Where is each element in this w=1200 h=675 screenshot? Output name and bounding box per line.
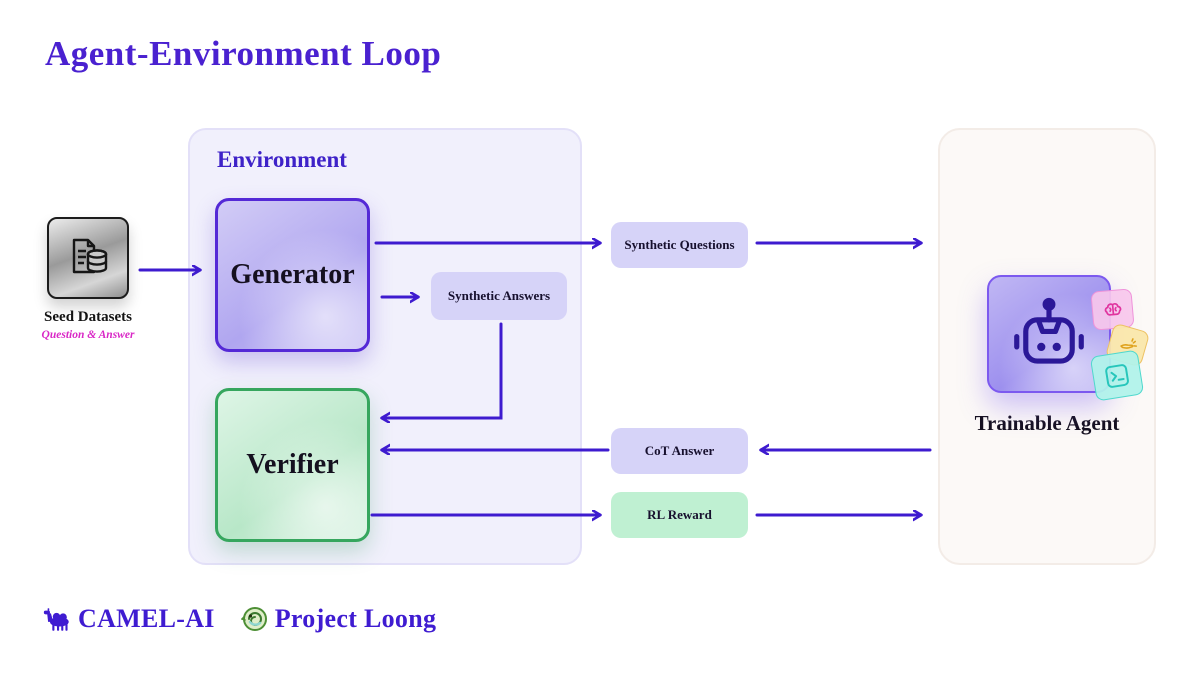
trainable-agent-label: Trainable Agent: [974, 411, 1120, 435]
brain-badge: [1090, 288, 1135, 331]
seed-icon-tile: [47, 217, 129, 299]
seed-datasets-node: Seed Datasets Question & Answer: [18, 217, 158, 341]
rl-reward-chip: RL Reward: [611, 492, 748, 538]
seed-datasets-label: Seed Datasets: [44, 309, 132, 325]
rl-reward-label: RL Reward: [647, 507, 712, 522]
cot-answer-label: CoT Answer: [644, 443, 715, 458]
hand-sparkle-icon: [1119, 338, 1137, 349]
verifier-label: Verifier: [246, 449, 339, 480]
synthetic-questions-label: Synthetic Questions: [624, 237, 735, 252]
environment-panel: Environment Generator Verifier: [188, 128, 582, 565]
verifier-node: Verifier: [215, 388, 370, 542]
document-database-icon: [72, 238, 108, 274]
agent-icon-tile: [987, 275, 1111, 393]
generator-label: Generator: [230, 259, 355, 290]
seed-datasets-sublabel: Question & Answer: [41, 329, 135, 341]
robot-icon: [1014, 297, 1084, 364]
brain-icon: [1104, 302, 1121, 316]
cot-answer-chip: CoT Answer: [611, 428, 748, 474]
synthetic-questions-chip: Synthetic Questions: [611, 222, 748, 268]
footer: CAMEL-AI Project Loong: [42, 604, 436, 634]
page-title: Agent-Environment Loop: [45, 34, 442, 73]
dragon-icon: [240, 605, 269, 633]
trainable-agent-panel: Trainable Agent: [938, 128, 1156, 565]
synthetic-answers-chip: Synthetic Answers: [431, 272, 567, 320]
camel-ai-label: CAMEL-AI: [78, 604, 215, 633]
terminal-badge: [1089, 349, 1145, 402]
environment-label: Environment: [217, 147, 347, 172]
synthetic-answers-label: Synthetic Answers: [447, 288, 551, 303]
terminal-icon: [1105, 363, 1129, 388]
generator-node: Generator: [215, 198, 370, 352]
project-loong-label: Project Loong: [274, 604, 437, 633]
hand-badge: [1104, 322, 1151, 368]
camel-icon: [42, 606, 72, 632]
